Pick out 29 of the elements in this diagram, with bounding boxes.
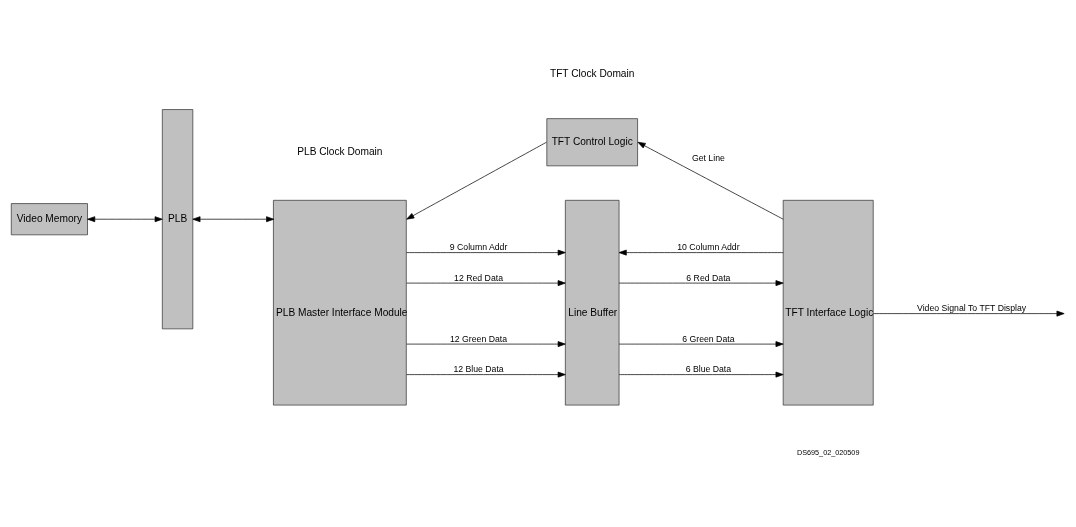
edge-label: 10 Column Addr <box>677 242 740 253</box>
arrow <box>618 371 784 378</box>
arrow <box>406 341 566 347</box>
arrow <box>406 371 566 378</box>
edge-label: 6 Blue Data <box>685 364 732 375</box>
arrow <box>406 249 566 256</box>
edge-label: 12 Blue Data <box>453 364 504 375</box>
arrow <box>637 141 784 220</box>
label: TFT Clock Domain <box>549 67 635 79</box>
arrow <box>406 280 566 286</box>
edge-label: 6 Red Data <box>686 272 731 283</box>
edge-label: 12 Red Data <box>454 272 503 283</box>
label: DS695_02_020509 <box>796 447 860 457</box>
edge-label: Get Line <box>691 152 725 163</box>
arrow <box>618 249 784 256</box>
arrow <box>618 280 784 286</box>
arrow <box>87 216 163 223</box>
node-box: TFT Control Logic <box>546 118 638 167</box>
edge-label: 12 Green Data <box>450 333 508 344</box>
node-box: PLB <box>161 109 194 330</box>
arrow <box>872 310 1065 317</box>
edge-label: 9 Column Addr <box>449 242 508 253</box>
edge-label: Video Signal To TFT Display <box>917 303 1027 314</box>
node-box: Video Memory <box>10 203 88 236</box>
label: PLB Clock Domain <box>297 146 383 158</box>
arrow <box>618 341 784 347</box>
edge-label: 6 Green Data <box>682 333 735 344</box>
arrow <box>192 216 275 223</box>
arrow <box>406 141 547 220</box>
